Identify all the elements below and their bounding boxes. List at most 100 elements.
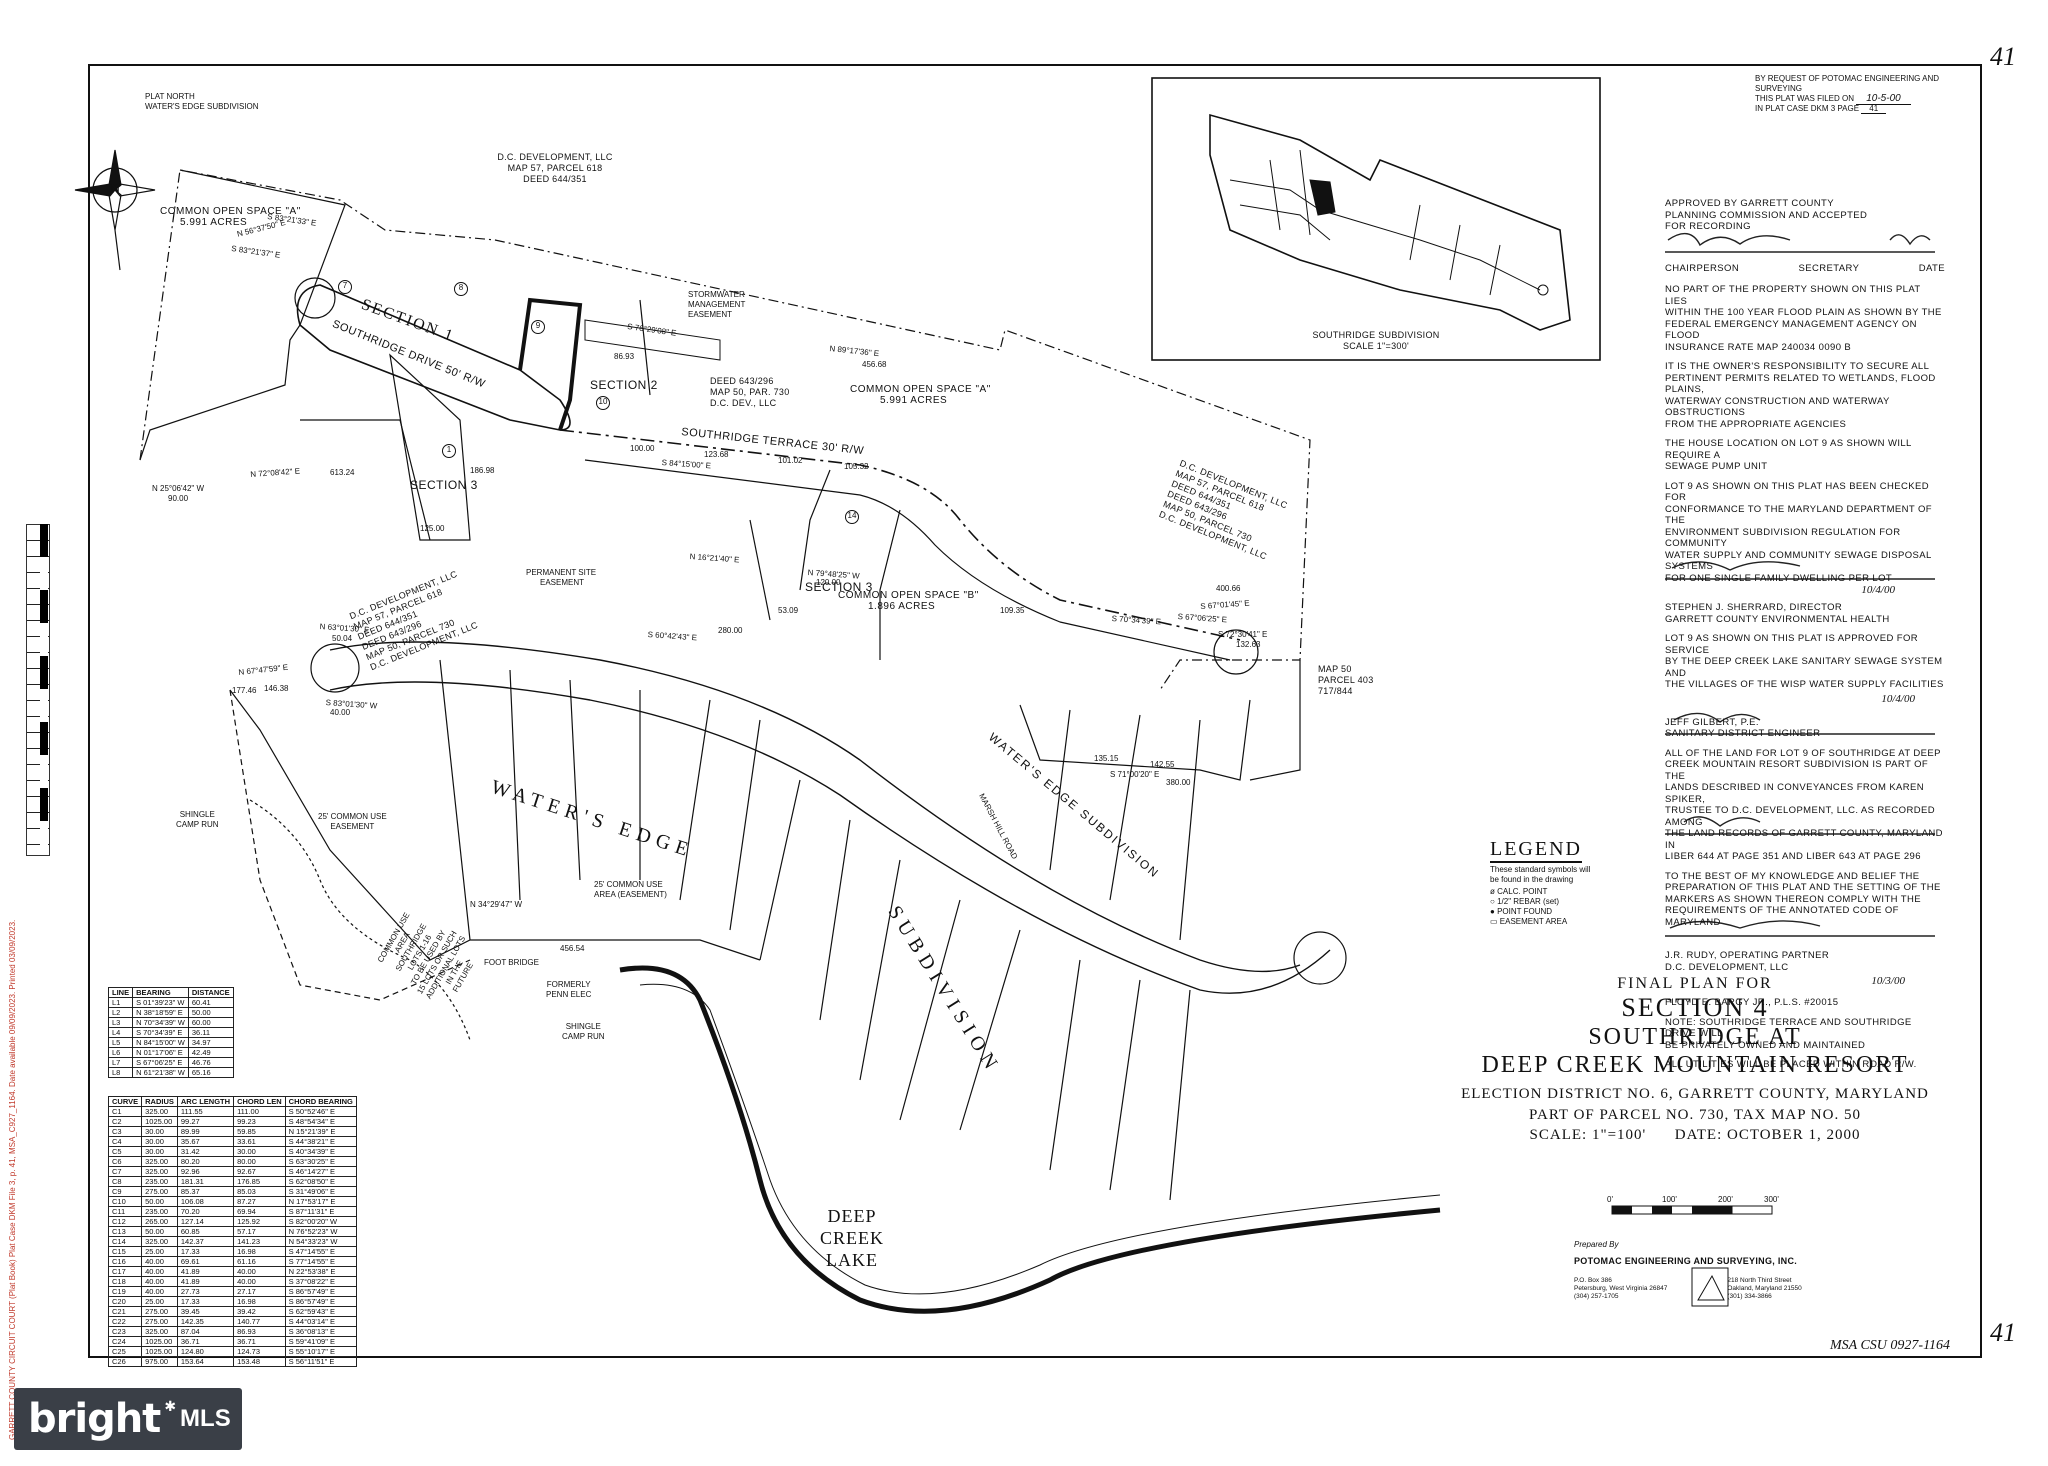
penn-elec-line-1: FORMERLY <box>546 980 591 989</box>
section-3a-label: SECTION 3 <box>410 478 478 492</box>
curve-table-cell: 141.23 <box>233 1236 286 1247</box>
line-header-cell: LINE <box>107 987 134 998</box>
lot-line-e <box>300 419 431 541</box>
lot-number: 1 <box>442 444 456 458</box>
conveyance-note: ALL OF THE LAND FOR LOT 9 OF SOUTHRIDGE … <box>1665 747 1943 863</box>
curve-table-cell: 39.45 <box>176 1306 235 1317</box>
common-use-easement-label: 25' COMMON USE EASEMENT <box>318 812 387 832</box>
stormwater-easement <box>584 319 721 361</box>
curve-table-cell: 325.00 <box>141 1236 178 1247</box>
curve-table-cell: 153.48 <box>233 1356 286 1367</box>
curve-table-cell: C14 <box>107 1236 143 1247</box>
curve-table-cell: 975.00 <box>141 1356 178 1367</box>
lake-line-1: DEEP <box>827 1206 877 1226</box>
bearing-label: S 71°00'20" E <box>1110 770 1160 779</box>
lot-number: 7 <box>338 280 352 294</box>
chairperson-label: CHAIRPERSON <box>1665 262 1740 274</box>
scale-tick: 300' <box>1764 1195 1779 1204</box>
line-table-cell: 65.16 <box>187 1067 234 1078</box>
distance-label: 86.93 <box>614 352 635 361</box>
point-found-icon: ● <box>1490 907 1495 916</box>
curve-table-cell: C17 <box>107 1266 143 1277</box>
cua-line-1: 25' COMMON USE <box>594 880 663 889</box>
curve-table-cell: C15 <box>107 1246 143 1257</box>
distance-label: 123.68 <box>704 450 729 459</box>
curve-table-cell: 87.27 <box>233 1196 286 1207</box>
legend-title: LEGEND <box>1490 838 1582 863</box>
inset-scale-line: SCALE 1"=300' <box>1342 341 1410 351</box>
curve-table-cell: C16 <box>107 1256 143 1267</box>
section-1-boundary <box>139 169 346 461</box>
curve-header-cell: CURVE <box>107 1096 143 1107</box>
rebar-icon: ○ <box>1490 897 1495 906</box>
firm-address-left: P.O. Box 386 Petersburg, West Virginia 2… <box>1574 1277 1668 1300</box>
curve-table-cell: S 86°57'49" E <box>284 1286 357 1297</box>
knowledge-note: TO THE BEST OF MY KNOWLEDGE AND BELIEF T… <box>1665 870 1941 928</box>
brand-word: bright <box>28 1396 161 1442</box>
title-line-3: SOUTHRIDGE AT <box>1588 1024 1802 1050</box>
curve-table-cell: C1 <box>107 1106 143 1117</box>
distance-label: 53.09 <box>778 606 799 615</box>
parcel403-line-3: 717/844 <box>1318 686 1353 696</box>
curve-table-cell: 142.35 <box>176 1316 235 1327</box>
legend-item-label: POINT FOUND <box>1497 907 1553 916</box>
curve-table-cell: 87.04 <box>176 1326 235 1337</box>
rudy-title: J.R. RUDY, OPERATING PARTNER D.C. DEVELO… <box>1665 950 1830 973</box>
curve-table-cell: 1025.00 <box>141 1336 178 1347</box>
line-table-cell: S 01°39'23" W <box>132 997 189 1008</box>
line-header-cell: DISTANCE <box>187 987 234 998</box>
southridge-terrace-inner <box>584 459 1231 661</box>
curve-header-cell: RADIUS <box>141 1096 178 1107</box>
line-table-cell: N 84°15'00" W <box>132 1037 189 1048</box>
distance-label: 400.66 <box>1216 584 1241 593</box>
curve-table-cell: 325.00 <box>141 1326 178 1337</box>
filing-line-3-text: IN PLAT CASE DKM 3 PAGE <box>1755 104 1860 113</box>
page-number-top: 41 <box>1990 42 2016 71</box>
line-table-cell: 42.49 <box>187 1047 234 1058</box>
curve-table-cell: C25 <box>107 1346 143 1357</box>
lake-line-2: CREEK <box>820 1228 885 1248</box>
utilities-note: ALL UTILITIES WILL BE PLACED WITHIN ROAD… <box>1665 1059 1917 1070</box>
title-line-1: FINAL PLAN FOR <box>1617 975 1773 992</box>
shingle-camp-run-1-label: SHINGLE CAMP RUN <box>176 810 219 830</box>
curve-table-cell: C9 <box>107 1186 143 1197</box>
curve-table-cell: 70.20 <box>176 1206 235 1217</box>
curve-table-cell: S 40°34'39" E <box>284 1146 357 1157</box>
plat-north-label: PLAT NORTH WATER'S EDGE SUBDIVISION <box>145 92 259 112</box>
filing-line-3: IN PLAT CASE DKM 3 PAGE 41 <box>1755 104 1970 114</box>
signature-marks <box>1665 232 1935 937</box>
distance-label: 105.32 <box>844 462 869 471</box>
line-table-cell: S 67°06'25" E <box>132 1057 189 1068</box>
curve-table-cell: 16.98 <box>233 1296 286 1307</box>
deed-643-line-3: D.C. DEV., LLC <box>710 398 777 408</box>
distance-label: 109.35 <box>1000 606 1025 615</box>
legend: LEGEND These standard symbols will be fo… <box>1490 838 1630 927</box>
legend-intro: These standard symbols will be found in … <box>1490 865 1591 884</box>
formerly-penn-elec-label: FORMERLY PENN ELEC <box>546 980 591 1000</box>
curve-table-cell: C23 <box>107 1326 143 1337</box>
firm-prepared: Prepared By <box>1574 1240 1619 1249</box>
curve-table-cell: 89.99 <box>176 1126 235 1137</box>
curve-table-cell: S 37°08'22" E <box>284 1276 357 1287</box>
distance-label: 120.00 <box>816 578 841 587</box>
curve-table-cell: C6 <box>107 1156 143 1167</box>
curve-table-cell: 25.00 <box>141 1246 178 1257</box>
curve-table-cell: 41.89 <box>176 1266 235 1277</box>
lot-number: 10 <box>596 396 610 410</box>
curve-table-cell: 1025.00 <box>141 1346 178 1357</box>
lot-number: 8 <box>454 282 468 296</box>
line-table-cell: 60.41 <box>187 997 234 1008</box>
line-table-cell: L8 <box>107 1067 134 1078</box>
curve-table-cell: C20 <box>107 1296 143 1307</box>
distance-label: 186.98 <box>470 466 495 475</box>
curve-table-cell: 40.00 <box>233 1266 286 1277</box>
curve-table-cell: 124.73 <box>233 1346 286 1357</box>
distance-label: 280.00 <box>718 626 743 635</box>
distance-label: 177.46 <box>232 686 257 695</box>
deep-creek-lake-shore-inner <box>639 983 1441 1295</box>
